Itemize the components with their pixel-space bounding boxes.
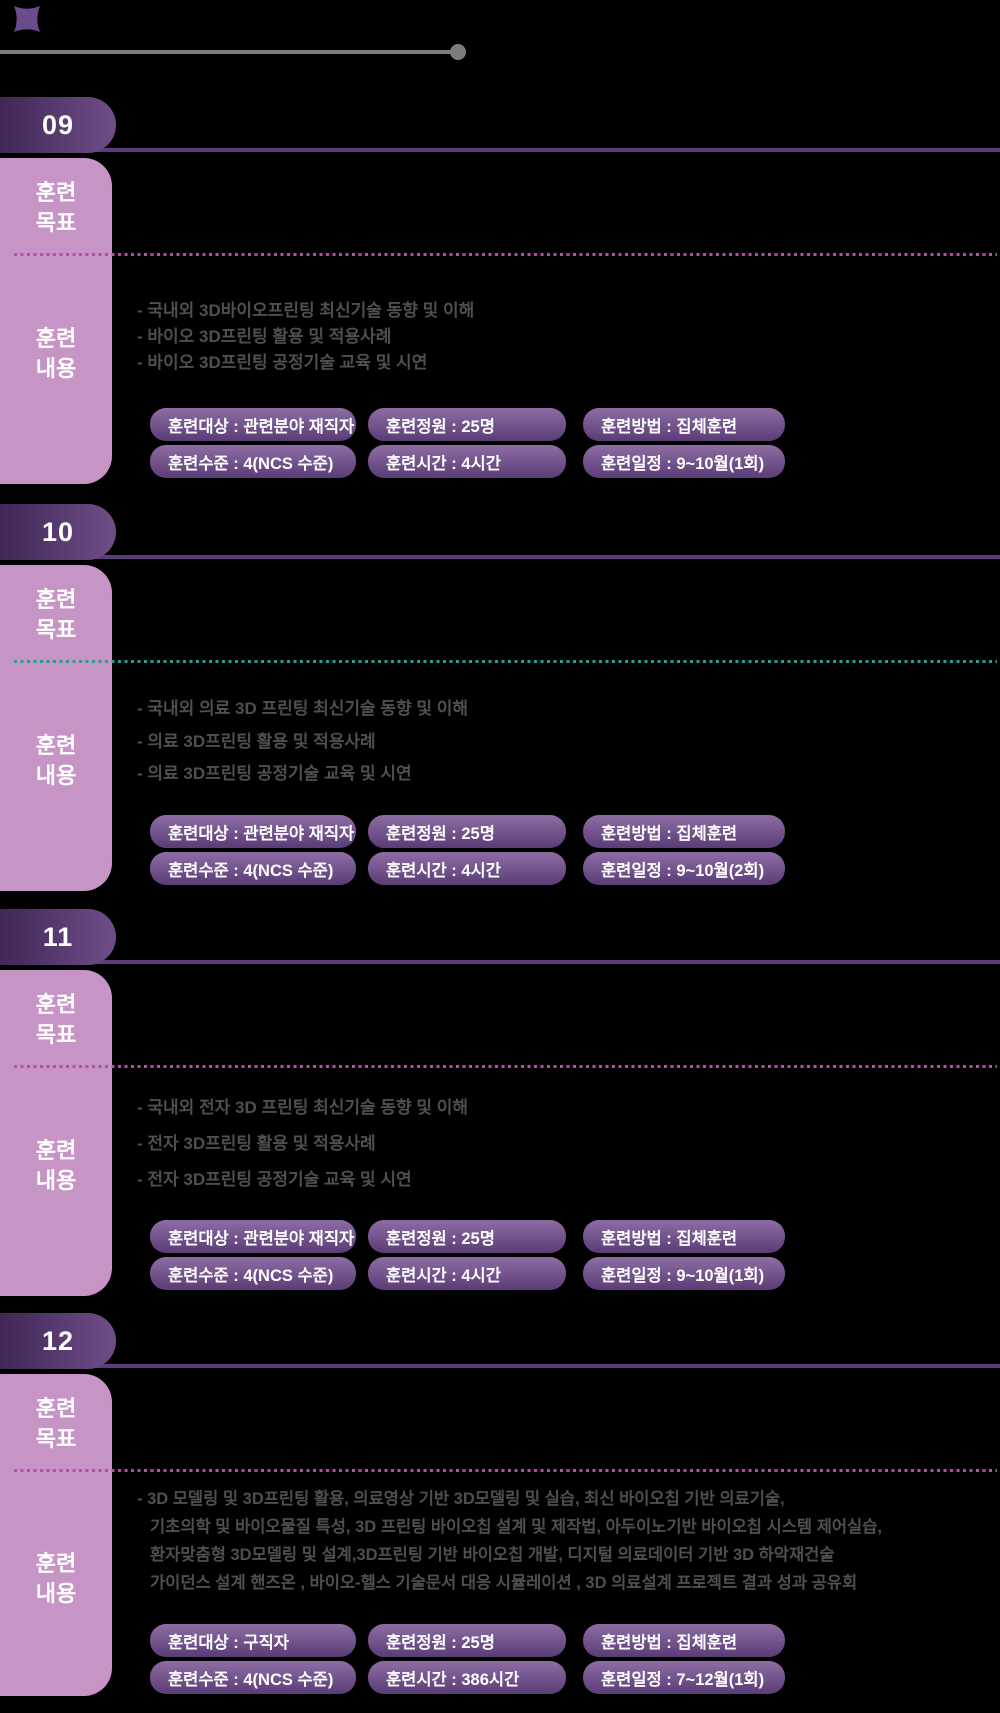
section-rule (0, 555, 1000, 559)
pill-capacity: 훈련정원 : 25명 (368, 1220, 566, 1253)
section-number-tab: 10 (0, 504, 116, 560)
bullet-line: - 전자 3D프린팅 공정기술 교육 및 시연 (137, 1170, 412, 1189)
bullet-line: - 국내외 3D바이오프린팅 최신기술 동향 및 이해 (137, 301, 475, 320)
section-rule (0, 148, 1000, 152)
bullet-line: - 국내외 전자 3D 프린팅 최신기술 동향 및 이해 (137, 1098, 469, 1117)
pill-method: 훈련방법 : 집체훈련 (583, 1220, 785, 1253)
pill-label: 훈련대상 : 관련분야 재직자 (168, 417, 355, 436)
pill-hours: 훈련시간 : 4시간 (368, 852, 566, 885)
pill-capacity: 훈련정원 : 25명 (368, 815, 566, 848)
pill-label: 훈련방법 : 집체훈련 (601, 1229, 738, 1248)
pill-label: 훈련시간 : 4시간 (386, 454, 501, 473)
pill-label: 훈련일정 : 9~10월(2회) (601, 861, 765, 880)
pill-level: 훈련수준 : 4(NCS 수준) (150, 1661, 356, 1694)
pill-schedule: 훈련일정 : 9~10월(1회) (583, 1257, 785, 1290)
pill-schedule: 훈련일정 : 9~10월(2회) (583, 852, 785, 885)
section-number-label: 12 (41, 1325, 75, 1356)
bullet-line: - 바이오 3D프린팅 공정기술 교육 및 시연 (137, 353, 428, 372)
pill-label: 훈련시간 : 4시간 (386, 861, 501, 880)
section-number-label: 10 (41, 516, 75, 547)
pill-label: 훈련방법 : 집체훈련 (601, 417, 738, 436)
goal-label: 훈련 목표 (35, 992, 77, 1047)
section-label-column (0, 158, 112, 484)
pill-label: 훈련정원 : 25명 (386, 417, 495, 436)
pincushion-icon (13, 5, 41, 33)
bullet-line: 환자맞춤형 3D모델링 및 설계,3D프린팅 기반 바이오칩 개발, 디지털 의… (150, 1546, 835, 1564)
goal-label: 훈련 목표 (35, 1396, 77, 1451)
section-number-tab: 09 (0, 97, 116, 153)
pill-hours: 훈련시간 : 386시간 (368, 1661, 566, 1694)
rule-endpoint-dot (450, 44, 466, 60)
pill-label: 훈련대상 : 관련분야 재직자 (168, 824, 355, 843)
pill-level: 훈련수준 : 4(NCS 수준) (150, 1257, 356, 1290)
pill-level: 훈련수준 : 4(NCS 수준) (150, 852, 356, 885)
pill-label: 훈련일정 : 7~12월(1회) (601, 1670, 765, 1689)
pill-hours: 훈련시간 : 4시간 (368, 1257, 566, 1290)
pill-label: 훈련일정 : 9~10월(1회) (601, 1266, 765, 1285)
pill-label: 훈련수준 : 4(NCS 수준) (168, 861, 334, 880)
bullet-line: - 의료 3D프린팅 공정기술 교육 및 시연 (137, 764, 412, 783)
bullet-line: - 3D 모델링 및 3D프린팅 활용, 의료영상 기반 3D모델링 및 실습,… (137, 1490, 785, 1508)
pill-label: 훈련시간 : 386시간 (386, 1670, 520, 1689)
bullet-line: - 전자 3D프린팅 활용 및 적용사례 (137, 1134, 376, 1153)
goal-content-divider (14, 1469, 997, 1472)
content-label: 훈련 내용 (35, 1551, 77, 1606)
bullet-line: - 국내외 의료 3D 프린팅 최신기술 동향 및 이해 (137, 699, 469, 718)
pill-label: 훈련방법 : 집체훈련 (601, 824, 738, 843)
pill-label: 훈련대상 : 구직자 (168, 1633, 289, 1652)
pill-target: 훈련대상 : 관련분야 재직자 (150, 815, 356, 848)
pill-label: 훈련수준 : 4(NCS 수준) (168, 454, 334, 473)
pill-method: 훈련방법 : 집체훈련 (583, 408, 785, 441)
content-label: 훈련 내용 (35, 733, 77, 788)
section-rule (0, 1364, 1000, 1368)
goal-content-divider (14, 1065, 997, 1068)
section-label-column (0, 970, 112, 1296)
pill-label: 훈련일정 : 9~10월(1회) (601, 454, 765, 473)
pill-schedule: 훈련일정 : 9~10월(1회) (583, 445, 785, 478)
section-rule (0, 960, 1000, 964)
pill-label: 훈련수준 : 4(NCS 수준) (168, 1670, 334, 1689)
bullet-line: - 바이오 3D프린팅 활용 및 적용사례 (137, 327, 392, 346)
section-number-tab: 11 (0, 909, 116, 965)
pill-label: 훈련대상 : 관련분야 재직자 (168, 1229, 355, 1248)
pill-target: 훈련대상 : 구직자 (150, 1624, 356, 1657)
pill-label: 훈련방법 : 집체훈련 (601, 1633, 738, 1652)
pill-target: 훈련대상 : 관련분야 재직자 (150, 408, 356, 441)
section-number-label: 09 (41, 109, 75, 140)
content-label: 훈련 내용 (35, 326, 77, 381)
pill-label: 훈련시간 : 4시간 (386, 1266, 501, 1285)
goal-label: 훈련 목표 (35, 587, 77, 642)
pill-label: 훈련수준 : 4(NCS 수준) (168, 1266, 334, 1285)
content-label: 훈련 내용 (35, 1138, 77, 1193)
pill-hours: 훈련시간 : 4시간 (368, 445, 566, 478)
section-label-column (0, 1374, 112, 1696)
pill-level: 훈련수준 : 4(NCS 수준) (150, 445, 356, 478)
pill-label: 훈련정원 : 25명 (386, 824, 495, 843)
pill-method: 훈련방법 : 집체훈련 (583, 815, 785, 848)
top-rule (0, 50, 452, 54)
pill-schedule: 훈련일정 : 7~12월(1회) (583, 1661, 785, 1694)
goal-label: 훈련 목표 (35, 180, 77, 235)
pill-method: 훈련방법 : 집체훈련 (583, 1624, 785, 1657)
pill-capacity: 훈련정원 : 25명 (368, 408, 566, 441)
section-number-label: 11 (42, 921, 74, 952)
pill-label: 훈련정원 : 25명 (386, 1633, 495, 1652)
section-label-column (0, 565, 112, 891)
pill-target: 훈련대상 : 관련분야 재직자 (150, 1220, 356, 1253)
bullet-line: - 의료 3D프린팅 활용 및 적용사례 (137, 732, 376, 751)
goal-content-divider (14, 253, 997, 256)
pill-label: 훈련정원 : 25명 (386, 1229, 495, 1248)
goal-content-divider (14, 660, 997, 663)
bullet-line: 기초의학 및 바이오물질 특성, 3D 프린팅 바이오칩 설계 및 제작법, 아… (150, 1518, 882, 1536)
section-number-tab: 12 (0, 1313, 116, 1369)
pill-capacity: 훈련정원 : 25명 (368, 1624, 566, 1657)
bullet-line: 가이던스 설계 핸즈온 , 바이오-헬스 기술문서 대응 시뮬레이션 , 3D … (150, 1574, 858, 1592)
